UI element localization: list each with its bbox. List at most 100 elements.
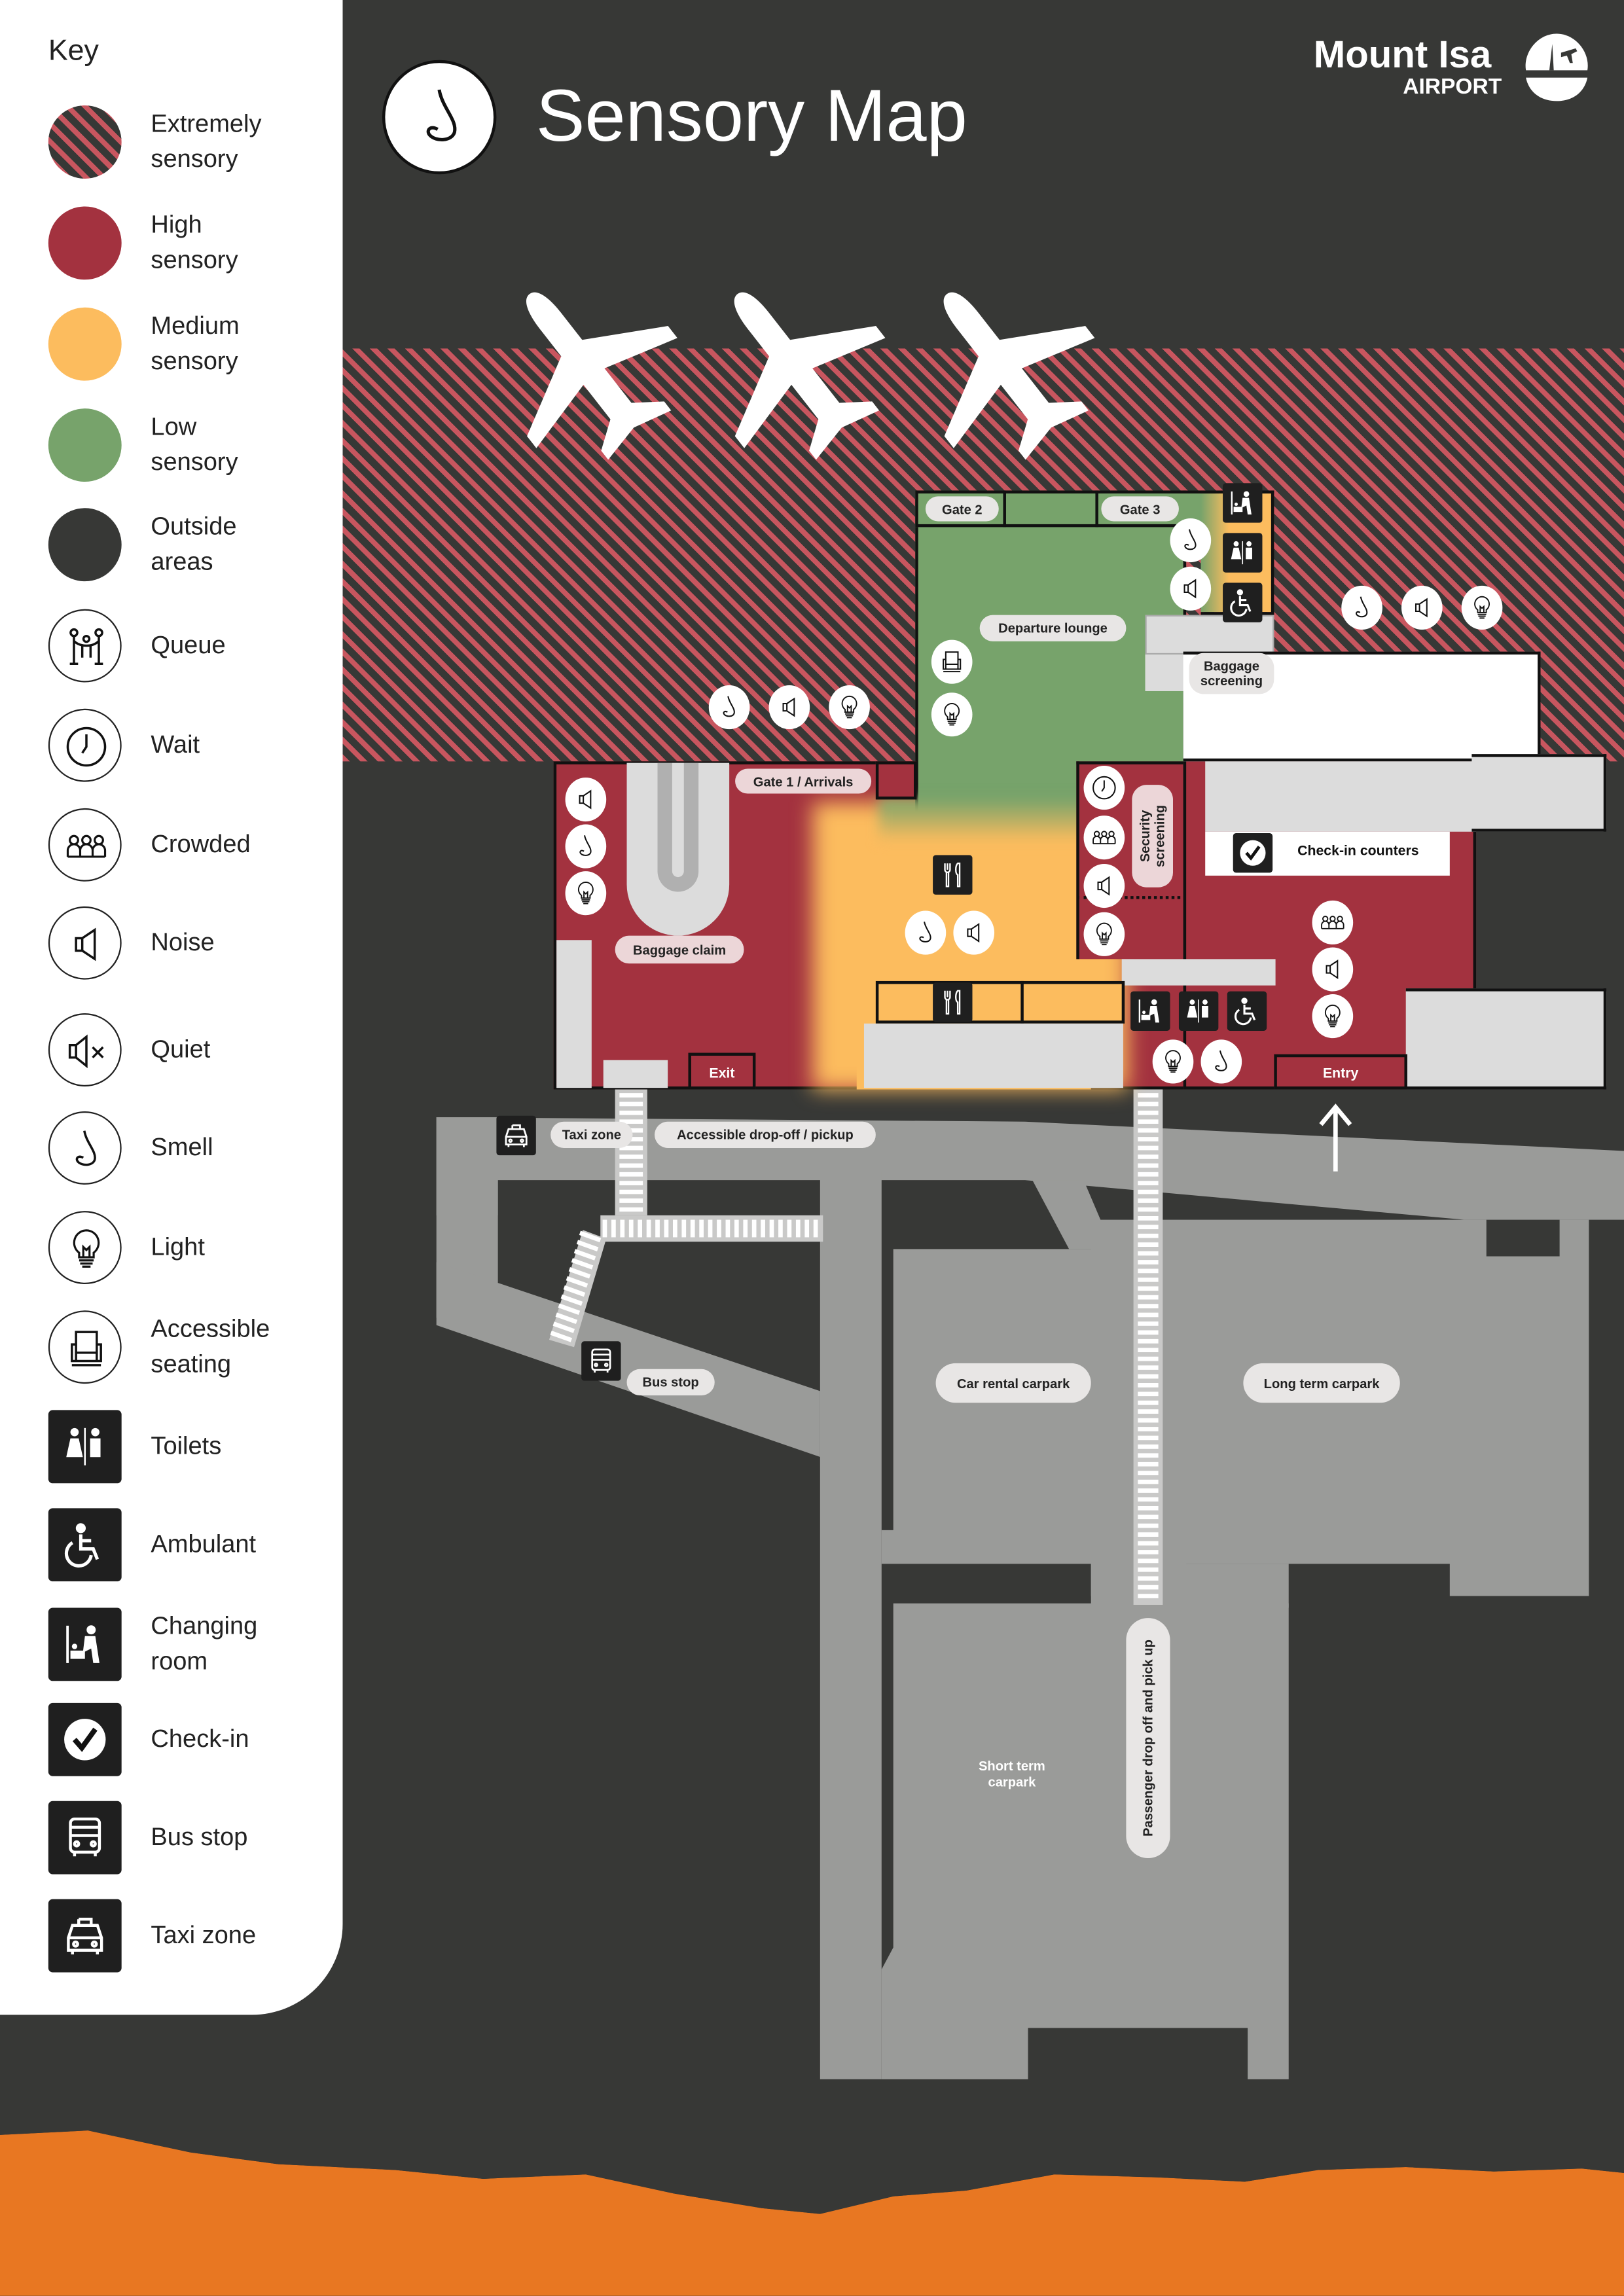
wheelchair-icon xyxy=(48,1508,122,1582)
nose-icon xyxy=(1341,585,1382,630)
entry-label: Entry xyxy=(1322,1066,1359,1083)
nose-icon xyxy=(1200,1039,1242,1084)
cutlery-icon xyxy=(931,854,972,894)
key-label: Light xyxy=(151,1232,205,1261)
key-label: Noise xyxy=(151,928,215,956)
speaker-icon xyxy=(1312,947,1354,992)
gate-2-label: Gate 2 xyxy=(925,496,999,522)
nose-icon xyxy=(382,60,497,175)
toilet-icon xyxy=(1178,990,1218,1030)
key-label: Quiet xyxy=(151,1035,211,1064)
check-in-icon xyxy=(48,1702,122,1776)
food-counters xyxy=(875,980,1125,1024)
exit-label: Exit xyxy=(709,1066,735,1083)
departure-lounge-label: Departure lounge xyxy=(979,615,1127,641)
cutlery-icon xyxy=(931,982,972,1022)
security-screening-label: Security screening xyxy=(1132,785,1173,888)
key-item: Medium sensory xyxy=(48,307,341,381)
light-bulb-icon xyxy=(48,1211,122,1285)
nose-icon xyxy=(708,685,750,730)
bus-stop-label: Bus stop xyxy=(626,1369,715,1396)
light-bulb-icon xyxy=(1312,994,1354,1039)
key-label: Accessible seating xyxy=(151,1315,270,1378)
key-item: High sensory xyxy=(48,206,341,280)
speaker-icon xyxy=(565,777,607,822)
quiet-icon xyxy=(48,1013,122,1087)
check-in-icon xyxy=(1232,832,1272,872)
key-item: Smell xyxy=(48,1111,341,1185)
key-item: Noise xyxy=(48,906,341,980)
exit-door xyxy=(688,1052,756,1090)
key-label: Smell xyxy=(151,1133,213,1162)
key-label: Medium sensory xyxy=(151,312,240,375)
key-item: Crowded xyxy=(48,808,341,882)
speaker-icon xyxy=(1083,863,1125,908)
car-rental-long-term-carpark xyxy=(881,1219,1589,1596)
changing-room-icon xyxy=(48,1607,122,1681)
key-label: Low sensory xyxy=(151,412,238,476)
speaker-icon xyxy=(768,685,810,730)
bus-icon xyxy=(581,1340,621,1380)
speaker-icon xyxy=(1170,566,1212,611)
taxi-icon xyxy=(496,1115,535,1155)
key-label: Ambulant xyxy=(151,1530,257,1558)
key-item: Taxi zone xyxy=(48,1899,341,1973)
key-item: Ambulant xyxy=(48,1508,341,1582)
light-bulb-icon xyxy=(829,685,870,730)
gate-1-arrivals-label: Gate 1 / Arrivals xyxy=(735,768,872,794)
nose-icon xyxy=(565,824,607,869)
carpark-link xyxy=(1091,1564,1289,1608)
crowd-icon xyxy=(1083,816,1125,860)
taxi-icon xyxy=(48,1899,122,1973)
light-bulb-icon xyxy=(565,871,607,916)
light-bulb-icon xyxy=(931,692,973,737)
changing-room-icon xyxy=(1129,990,1170,1030)
entry-door xyxy=(1274,1054,1407,1090)
key-label: Check-in xyxy=(151,1725,249,1753)
nose-icon xyxy=(905,910,947,955)
key-label: Taxi zone xyxy=(151,1921,257,1949)
airport-logo-icon xyxy=(1525,33,1588,101)
taxi-zone-label: Taxi zone xyxy=(550,1121,633,1148)
key-item: Changing room xyxy=(48,1607,341,1681)
baggage-claim-label: Baggage claim xyxy=(615,935,744,964)
key-item: Light xyxy=(48,1211,341,1285)
mountains xyxy=(0,2130,1624,2296)
key-item: Queue xyxy=(48,609,341,683)
key-title: Key xyxy=(48,35,99,67)
key-label: Bus stop xyxy=(151,1823,248,1851)
long-term-carpark-label: Long term carpark xyxy=(1243,1363,1400,1403)
speaker-icon xyxy=(48,906,122,980)
seat-icon xyxy=(931,639,973,684)
logo-name: Mount Isa xyxy=(1313,32,1492,77)
light-bulb-icon xyxy=(1152,1039,1194,1084)
nose-icon xyxy=(1170,518,1212,563)
key-label: High sensory xyxy=(151,211,238,274)
key-label: Crowded xyxy=(151,830,251,858)
crosswalk-exit xyxy=(615,1089,647,1215)
gate-3-label: Gate 3 xyxy=(1101,496,1179,522)
key-item: Accessible seating xyxy=(48,1310,341,1384)
key-item: Extremely sensory xyxy=(48,105,341,179)
entry-arrow-icon xyxy=(1319,1103,1352,1172)
key-label: Queue xyxy=(151,631,226,659)
page-title: Sensory Map xyxy=(535,75,967,157)
key-item: Quiet xyxy=(48,1013,341,1087)
key-label: Toilets xyxy=(151,1431,222,1460)
key-item: Bus stop xyxy=(48,1801,341,1874)
light-bulb-icon xyxy=(1461,585,1503,630)
crowd-icon xyxy=(48,808,122,882)
passenger-dropoff-label: Passenger drop off and pick up xyxy=(1126,1618,1170,1859)
key-item: Outside areas xyxy=(48,508,341,582)
seat-icon xyxy=(48,1310,122,1384)
toilet-icon xyxy=(1221,532,1262,572)
changing-room-icon xyxy=(1221,482,1262,522)
toilet-icon xyxy=(48,1410,122,1484)
key-label: Wait xyxy=(151,730,200,759)
short-term-carpark xyxy=(881,1603,1289,2079)
key-label: Changing room xyxy=(151,1612,258,1676)
speaker-icon xyxy=(1401,585,1443,630)
